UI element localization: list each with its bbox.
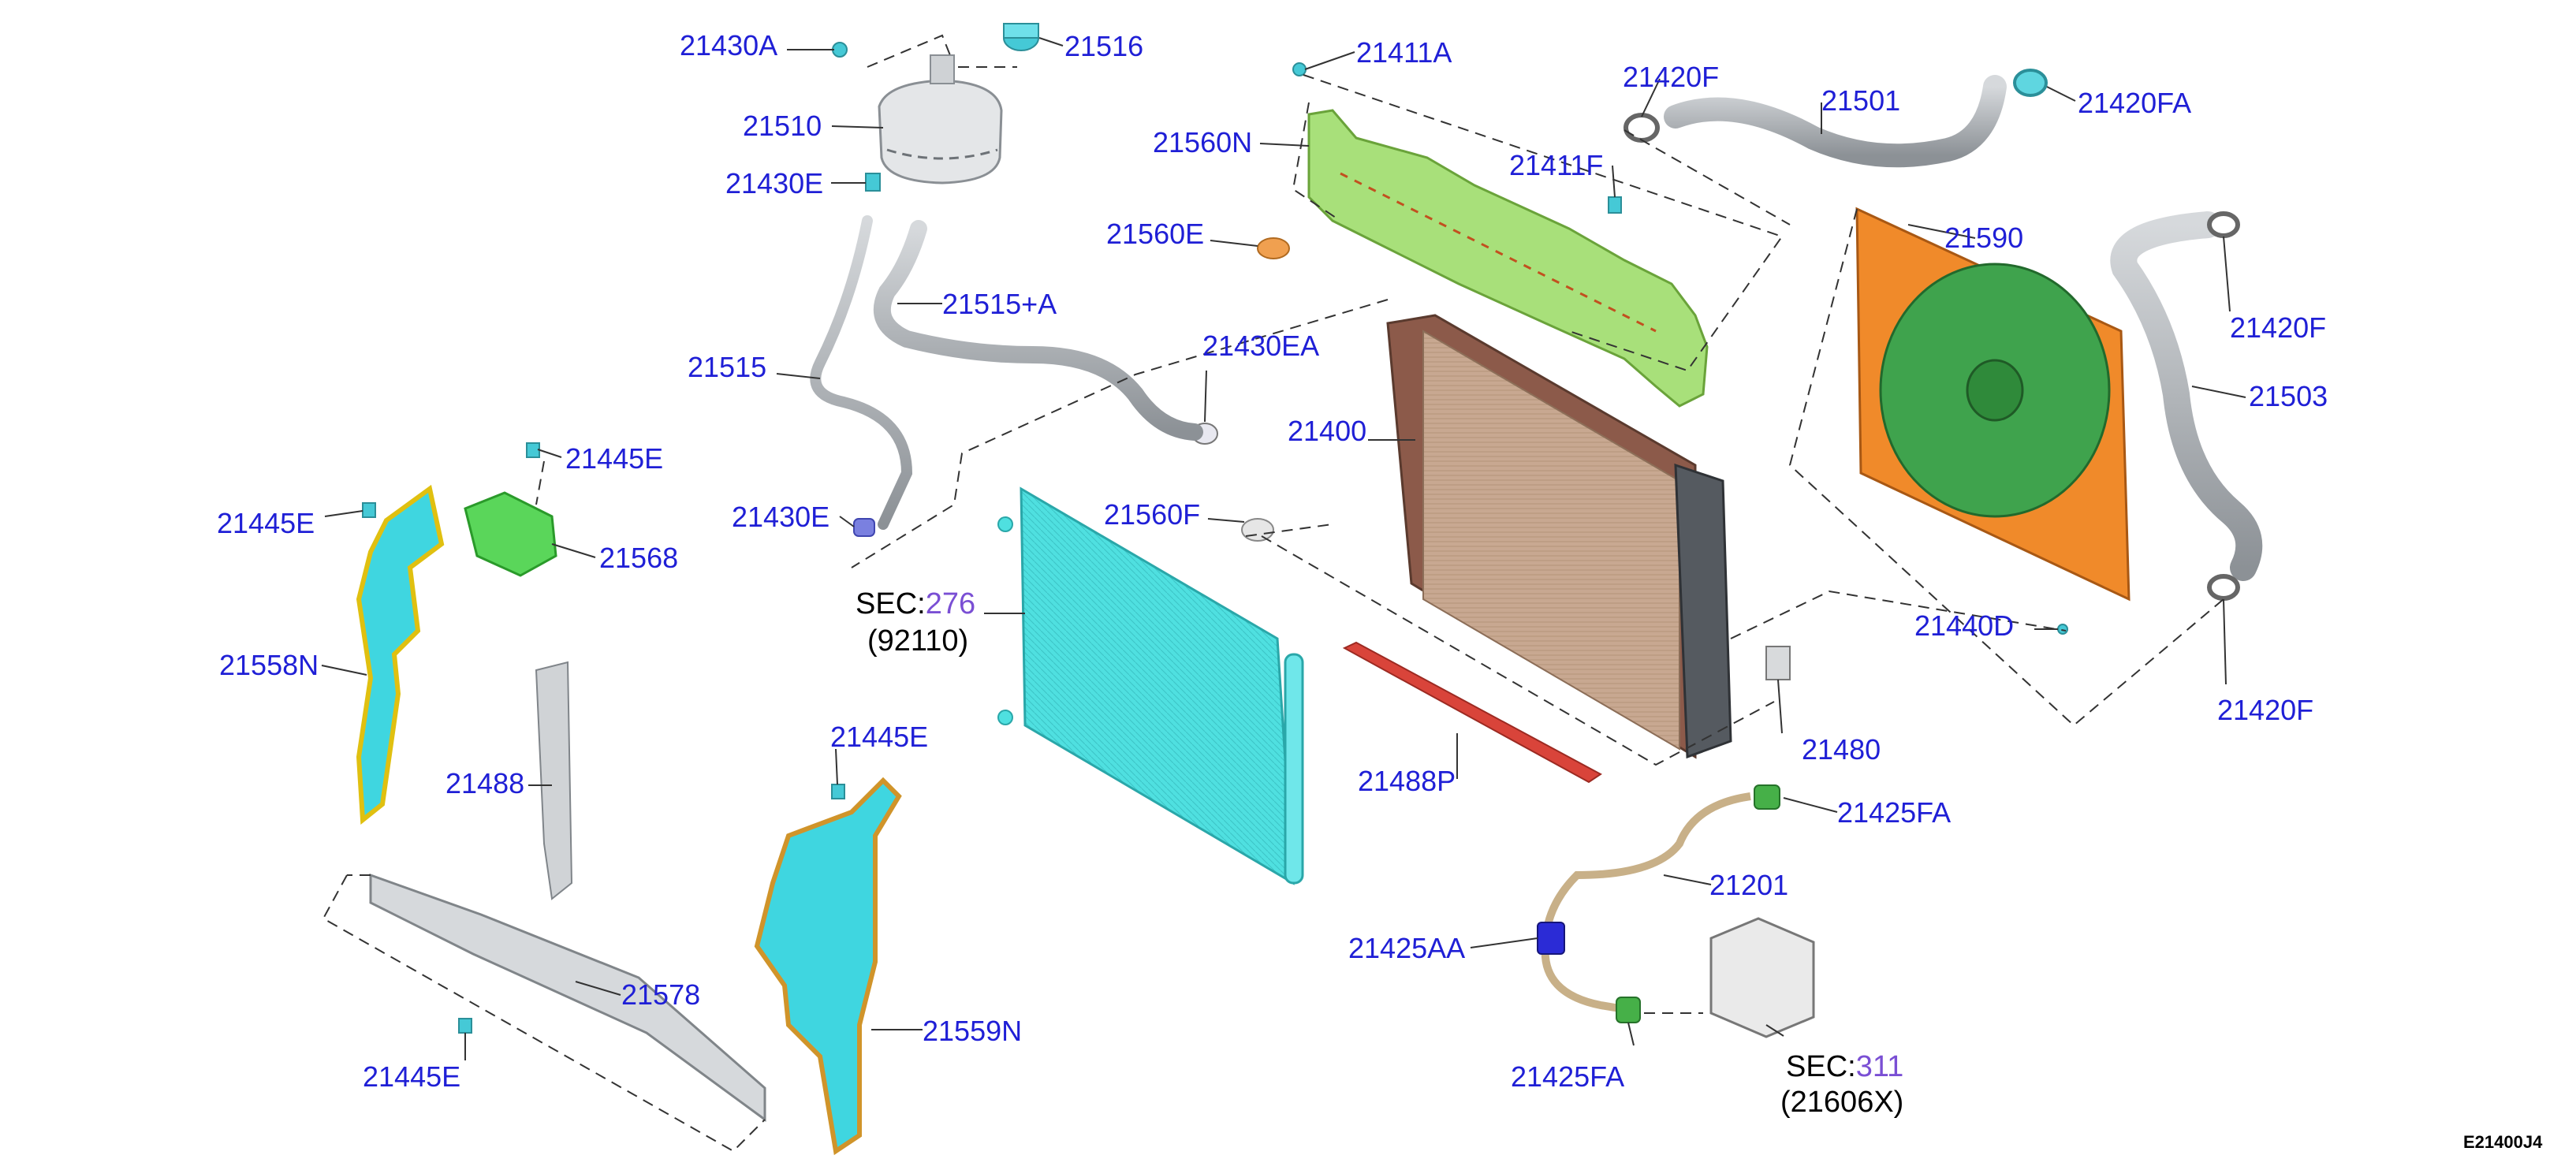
radiator-21400[interactable] [1386, 314, 1732, 759]
bracket-21568[interactable] [464, 491, 557, 577]
hose-21515[interactable] [810, 215, 913, 530]
label-21516[interactable]: 21516 [1064, 30, 1143, 62]
label-21480[interactable]: 21480 [1802, 733, 1881, 766]
label-21560F[interactable]: 21560F [1104, 498, 1200, 531]
clip-21430E-bottom[interactable] [853, 518, 875, 537]
label-21568[interactable]: 21568 [599, 542, 678, 574]
label-21440D[interactable]: 21440D [1914, 609, 2014, 642]
hose-21501[interactable] [1664, 75, 2007, 168]
label-21559N[interactable]: 21559N [923, 1015, 1022, 1047]
label-21510[interactable]: 21510 [743, 110, 822, 142]
clip-21430A[interactable] [832, 42, 848, 58]
sec-ref-311-part: (21606X) [1780, 1086, 1903, 1119]
hose-21503[interactable] [2110, 211, 2263, 581]
figure-id: E21400J4 [2463, 1132, 2543, 1152]
clamp-21420F-right[interactable] [2207, 211, 2240, 238]
label-21445E-b[interactable]: 21445E [565, 442, 663, 475]
bracket-21488[interactable] [535, 661, 573, 900]
clamp-21425FA-bottom[interactable] [1616, 997, 1641, 1023]
clip-21445E-b[interactable] [526, 442, 540, 458]
fan-shroud-21590[interactable] [1855, 207, 2131, 602]
label-21560E[interactable]: 21560E [1106, 218, 1204, 250]
label-21558N[interactable]: 21558N [219, 649, 319, 681]
seal-strip-21488P[interactable] [1342, 641, 1602, 784]
pipe-21201[interactable] [1541, 792, 1751, 1013]
label-21400[interactable]: 21400 [1288, 415, 1366, 447]
sensor-21480[interactable] [1765, 646, 1791, 680]
leader-lines [321, 37, 2246, 1060]
sec-ref-311[interactable]: SEC:311 [1786, 1050, 1903, 1083]
air-guide-21558N[interactable] [356, 484, 445, 825]
label-21488P[interactable]: 21488P [1358, 765, 1456, 797]
mount-21560F[interactable] [1241, 518, 1274, 542]
reservoir-cap[interactable] [1003, 23, 1039, 51]
label-21411F[interactable]: 21411F [1509, 149, 1603, 181]
clip-21440D[interactable] [2057, 624, 2068, 635]
label-21503[interactable]: 21503 [2249, 380, 2328, 412]
label-21425FA-bottom[interactable]: 21425FA [1511, 1060, 1624, 1093]
clip-21425AA[interactable] [1537, 922, 1565, 955]
clip-21411F[interactable] [1608, 196, 1622, 214]
label-21411A[interactable]: 21411A [1356, 36, 1452, 69]
label-21515[interactable]: 21515 [688, 351, 766, 383]
clip-21445E-a[interactable] [362, 502, 376, 518]
label-21425AA[interactable]: 21425AA [1348, 932, 1465, 964]
label-21420F-top[interactable]: 21420F [1623, 61, 1719, 93]
reservoir-tank[interactable] [878, 54, 1003, 184]
label-21430E-bottom[interactable]: 21430E [732, 501, 829, 533]
mount-21560E[interactable] [1257, 237, 1290, 259]
oil-cooler-sec311[interactable] [1709, 917, 1815, 1038]
label-21560N[interactable]: 21560N [1153, 126, 1252, 158]
label-21488[interactable]: 21488 [445, 767, 524, 799]
sec-ref-276[interactable]: SEC:276 [856, 587, 975, 620]
label-21515A[interactable]: 21515+A [942, 288, 1057, 320]
label-21420FA[interactable]: 21420FA [2078, 87, 2191, 119]
clip-21430E-top[interactable] [865, 173, 881, 192]
label-21445E-c[interactable]: 21445E [830, 721, 928, 753]
label-21425FA-top[interactable]: 21425FA [1837, 796, 1951, 829]
label-21420F-bottom[interactable]: 21420F [2217, 694, 2313, 726]
label-21590[interactable]: 21590 [1944, 222, 2023, 254]
label-21420F-right[interactable]: 21420F [2230, 311, 2326, 344]
clip-21411A[interactable] [1292, 62, 1307, 76]
label-21430EA[interactable]: 21430EA [1202, 330, 1319, 362]
label-21430E-top[interactable]: 21430E [725, 167, 823, 199]
air-guide-21559N[interactable] [754, 777, 902, 1156]
label-21201[interactable]: 21201 [1709, 869, 1788, 901]
hose-21515A[interactable] [873, 220, 1203, 441]
part-labels: 21430A 21516 21411A 21420F 21501 21420FA… [217, 29, 2543, 1152]
label-21578[interactable]: 21578 [621, 978, 700, 1011]
label-21501[interactable]: 21501 [1821, 84, 1900, 117]
clip-21445E-d[interactable] [458, 1018, 472, 1034]
dashed-outlines [322, 34, 2224, 1153]
clip-21445E-c[interactable] [831, 784, 845, 799]
clamp-21420F-bottom[interactable] [2207, 574, 2240, 601]
clamp-21420F-top[interactable] [1624, 113, 1660, 143]
label-21445E-a[interactable]: 21445E [217, 507, 315, 539]
upper-support-21560N[interactable] [1307, 109, 1709, 408]
clamp-21425FA-top[interactable] [1754, 784, 1780, 810]
sec-ref-276-part: (92110) [867, 624, 968, 658]
label-21445E-d[interactable]: 21445E [363, 1060, 460, 1093]
condenser-sec276[interactable] [997, 486, 1304, 885]
clamp-21420FA[interactable] [2013, 69, 2048, 97]
label-21430A[interactable]: 21430A [680, 29, 777, 61]
